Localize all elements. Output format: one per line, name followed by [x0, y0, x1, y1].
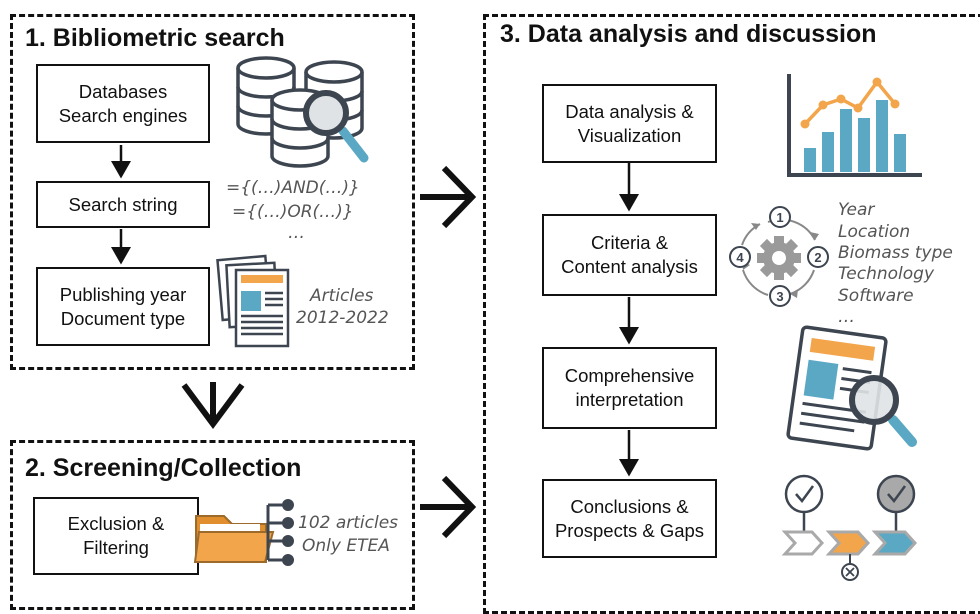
cycle-step-3: 3: [776, 289, 783, 304]
panel2-title: 2. Screening/Collection: [25, 454, 302, 482]
box-data-analysis-visualization: Data analysis &Visualization: [542, 84, 717, 163]
result-count: 102 articles: [298, 513, 399, 533]
database-icon: [236, 56, 369, 168]
criteria-location: Location: [838, 222, 911, 242]
panel3-title: 3. Data analysis and discussion: [500, 20, 877, 48]
articles-years: 2012-2022: [296, 308, 389, 328]
box-search-string: Search string: [36, 181, 210, 228]
bar-line-chart-icon: [787, 74, 922, 177]
cycle-step-2: 2: [814, 250, 821, 265]
box-criteria-content-analysis: Criteria &Content analysis: [542, 214, 717, 296]
box-conclusions-prospects-gaps: Conclusions &Prospects & Gaps: [542, 479, 717, 558]
query-line-or: ={(…)OR(…)}: [232, 202, 354, 222]
decision-flow-icon: [781, 474, 918, 581]
gear-cycle-icon: 1 2 3 4: [729, 206, 829, 307]
big-arrow-right-top: [441, 165, 477, 229]
panel-bibliometric-search: [10, 14, 415, 370]
document-stack-icon: [216, 254, 290, 348]
folder-icon: [193, 499, 294, 566]
criteria-technology: Technology: [838, 264, 935, 284]
cycle-step-1: 1: [776, 210, 783, 225]
magnifier-icon: [303, 90, 369, 163]
panel1-title: 1. Bibliometric search: [25, 24, 285, 52]
query-line-ellipsis: …: [288, 223, 305, 243]
cycle-step-4: 4: [736, 250, 744, 265]
connector-arrows: [111, 145, 639, 539]
criteria-software: Software: [838, 286, 914, 306]
criteria-biomass-type: Biomass type: [838, 243, 953, 263]
criteria-year: Year: [838, 200, 875, 220]
box-exclusion-filtering: Exclusion &Filtering: [33, 497, 199, 575]
criteria-ellipsis: …: [838, 307, 855, 327]
big-arrow-down: [181, 383, 245, 430]
report-magnifier-icon: [786, 325, 917, 451]
articles-label: Articles: [310, 286, 374, 306]
query-line-and: ={(…)AND(…)}: [226, 178, 360, 198]
result-scope: Only ETEA: [302, 536, 390, 556]
big-arrow-right-bottom: [441, 475, 477, 539]
